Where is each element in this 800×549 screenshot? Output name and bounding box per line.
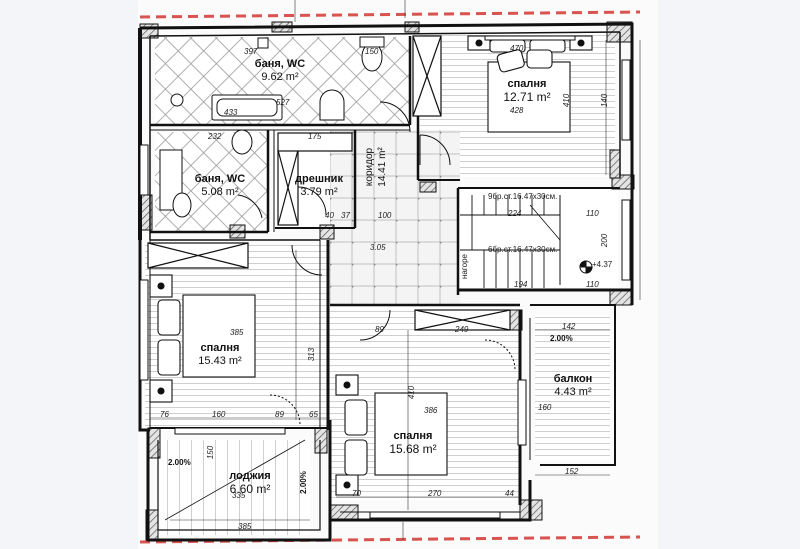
dim-label: 110 (586, 209, 599, 218)
door-closet (297, 186, 327, 216)
room-name: баня, WC (254, 58, 306, 70)
bed-bedroom-1 (467, 35, 593, 133)
room-area: 3.79 m² (300, 186, 338, 198)
dim-label: 89 (375, 325, 384, 334)
dim-label: 76 (160, 410, 169, 419)
dim-label: 335 (232, 491, 246, 500)
room-label-balcony: балкон 4.43 m² (543, 373, 603, 399)
dim-label: 527 (276, 98, 290, 107)
dim-label: 397 (244, 47, 258, 56)
dim-label: 194 (514, 280, 528, 289)
room-label-corridor: коридор 14.41 m² (363, 122, 391, 212)
dim-label: 140 (600, 93, 610, 108)
room-label-bed2: спалня 15.43 m² (180, 342, 260, 368)
dim-label: 386 (424, 406, 438, 415)
room-label-bath2: баня, WC 5.08 m² (180, 173, 260, 199)
balcony-slope: 2.00% (550, 334, 573, 343)
washbasin (319, 89, 345, 121)
room-name: баня, WC (194, 173, 246, 185)
room-name: спалня (200, 342, 240, 354)
room-name: спалня (507, 78, 547, 90)
door-bed1 (419, 134, 451, 166)
door-bed3 (359, 309, 391, 341)
dim-label: 410 (407, 385, 417, 400)
left-margin (0, 0, 138, 549)
room-area: 9.62 m² (261, 71, 299, 83)
dim-label: 232 (208, 132, 222, 141)
room-label-closet: дрешник 3.79 m² (283, 173, 355, 199)
loggia-slope-right: 2.00% (298, 471, 308, 494)
loggia-slope-left: 2.00% (168, 458, 191, 467)
corridor-floor (330, 130, 460, 305)
room-name: дрешник (295, 173, 343, 185)
room-area: 6.60 m² (229, 482, 271, 496)
stair-area (458, 188, 618, 288)
dim-label: 44 (505, 489, 514, 498)
property-boundary-top (139, 10, 641, 19)
landing-level: +4.37 (592, 260, 613, 269)
dim-label: 470 (510, 44, 524, 53)
dim-label: 224 (508, 209, 522, 218)
dim-label: 175 (308, 132, 322, 141)
dim-label: 65 (309, 410, 318, 419)
stair-lower-flight-note: 6бр.ст.16.47x30см. (488, 245, 558, 254)
toilet-2 (231, 129, 253, 155)
door-bath1 (379, 101, 411, 133)
dim-label: 313 (307, 347, 317, 362)
right-margin (658, 0, 800, 549)
room-area: 5.08 m² (201, 186, 239, 198)
staircase (460, 195, 593, 288)
room-area: 15.68 m² (389, 442, 437, 456)
dim-label: 142 (562, 322, 576, 331)
dim-label: 385 (230, 328, 244, 337)
room-area: 4.43 m² (554, 386, 592, 398)
dim-label: 433 (224, 108, 238, 117)
room-name: коридор (364, 147, 375, 187)
dim-label: 89 (275, 410, 284, 419)
dim-label: 150 (365, 47, 379, 56)
dim-label: 200 (600, 233, 610, 248)
dim-label: 110 (586, 280, 599, 289)
door-bed2 (291, 244, 323, 276)
room-area: 12.71 m² (503, 90, 551, 104)
dim-label: 385 (238, 522, 252, 531)
dim-label: 410 (562, 93, 572, 108)
dim-label: 40 (325, 211, 334, 220)
dim-label: 100 (378, 211, 392, 220)
dim-label: 37 (341, 211, 350, 220)
bed-bedroom-2 (149, 274, 256, 403)
room-area: 15.43 m² (198, 355, 242, 367)
loggia-floor (160, 440, 310, 535)
room-name: балкон (553, 373, 593, 385)
room-name: спалня (393, 430, 433, 442)
dim-label: 152 (565, 467, 579, 476)
dim-label: 3.05 (370, 243, 386, 252)
room-label-bed3: спалня 15.68 m² (373, 430, 453, 456)
dim-label: 270 (428, 489, 442, 498)
room-name: лоджия (229, 470, 271, 482)
stair-upper-flight-note: 9бр.ст.16.47x30см. (488, 192, 558, 201)
room-label-loggia: лоджия 6.60 m² (215, 470, 285, 496)
dim-label: 70 (352, 489, 361, 498)
room-label-bath1: баня, WC 9.62 m² (240, 58, 320, 84)
dim-label: 160 (538, 403, 552, 412)
dim-label: 150 (206, 445, 216, 460)
stair-direction-note: нагоре (459, 254, 469, 279)
door-bath2 (237, 194, 263, 219)
room-area: 14.41 m² (377, 147, 388, 187)
bed-bedroom-3 (335, 374, 448, 496)
dim-label: 160 (212, 410, 226, 419)
dim-label: 249 (455, 325, 469, 334)
dim-label: 428 (510, 106, 524, 115)
balcony-floor (535, 315, 610, 460)
room-label-bed1: спалня 12.71 m² (492, 78, 562, 104)
